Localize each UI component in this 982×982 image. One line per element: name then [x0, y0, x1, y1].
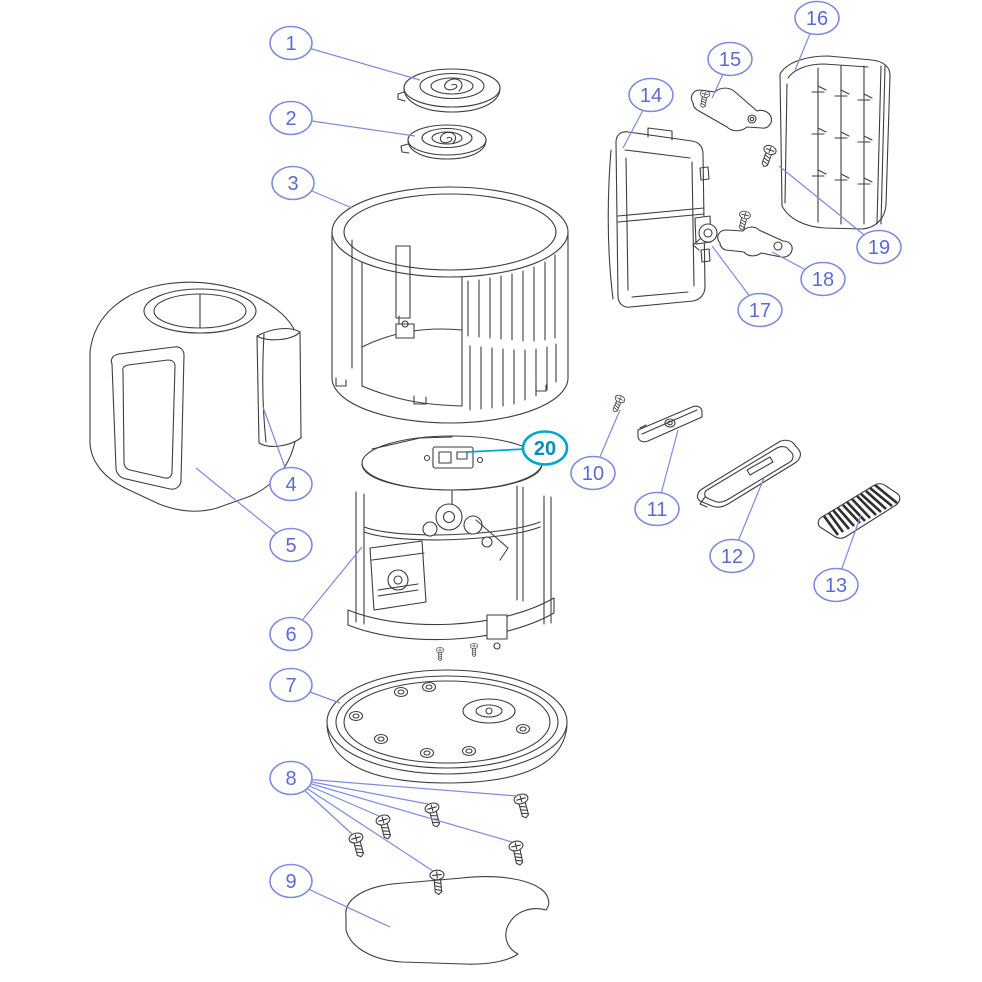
- callout-circle: [794, 0, 840, 36]
- callout-number: 11: [647, 499, 668, 521]
- callout-balloon-20-highlighted[interactable]: 20: [521, 430, 569, 466]
- part-drawing-inner-shell: [256, 327, 302, 447]
- part-drawing-lock-plate: [637, 405, 703, 443]
- callout-circle: [856, 229, 902, 265]
- callout-balloon-17[interactable]: 17: [737, 292, 783, 328]
- callout-balloon-3[interactable]: 3: [271, 165, 315, 201]
- part-drawing-top-cap: [397, 68, 501, 113]
- part-drawing-hinge-ring: [692, 223, 718, 251]
- leader-line-8d: [290, 777, 518, 797]
- callout-balloon-1[interactable]: 1: [269, 25, 313, 61]
- callout-circle: [269, 100, 313, 136]
- callout-circle: [271, 165, 315, 201]
- callout-number: 13: [825, 575, 847, 597]
- callout-balloon-11[interactable]: 11: [634, 491, 680, 527]
- callout-circle: [269, 667, 313, 703]
- part-drawing-bracket-15: [690, 87, 772, 132]
- callout-circle: [269, 616, 313, 652]
- callout-circle: [737, 292, 783, 328]
- callout-number: 3: [287, 173, 298, 195]
- callout-balloons: 1 2 3 4 5 6 7 8: [269, 0, 902, 899]
- callout-circle: [269, 527, 313, 563]
- part-drawing-main-housing: [331, 186, 569, 424]
- part-drawing-bottom-cover: [345, 876, 550, 965]
- part-drawing-large-side-panel: [779, 55, 891, 230]
- callout-circle: [570, 455, 616, 491]
- callout-balloon-2[interactable]: 2: [269, 100, 313, 136]
- callout-circle: [709, 538, 755, 574]
- callout-number: 9: [285, 871, 296, 893]
- callout-number: 2: [285, 108, 296, 130]
- callout-balloon-10[interactable]: 10: [570, 455, 616, 491]
- callout-balloon-12[interactable]: 12: [709, 538, 755, 574]
- callout-circle: [634, 491, 680, 527]
- callout-balloon-5[interactable]: 5: [269, 527, 313, 563]
- part-drawing-outer-shell: [89, 281, 301, 512]
- leader-line-8e: [290, 777, 513, 843]
- callout-balloon-19[interactable]: 19: [856, 229, 902, 265]
- callout-balloon-18[interactable]: 18: [800, 261, 846, 297]
- callout-number: 17: [749, 300, 771, 322]
- part-drawing-vent-grille: [817, 483, 901, 539]
- callout-balloon-7[interactable]: 7: [269, 667, 313, 703]
- part-drawing-latch-bracket: [717, 209, 793, 258]
- part-drawing-screw-19: [757, 143, 778, 170]
- callout-circle: [800, 261, 846, 297]
- part-drawing-inner-cap: [400, 124, 487, 160]
- callout-number: 1: [285, 33, 296, 55]
- callout-number: 12: [721, 546, 743, 568]
- callout-number: 19: [868, 237, 890, 259]
- callout-number: 18: [812, 269, 834, 291]
- callout-balloon-4[interactable]: 4: [269, 466, 313, 502]
- callout-circle: [269, 863, 313, 899]
- callout-number: 4: [285, 474, 296, 496]
- part-drawing-motor-assembly: [347, 435, 555, 662]
- callout-circle: [521, 430, 569, 466]
- callout-number: 5: [285, 535, 296, 557]
- callout-circle: [269, 760, 313, 796]
- part-drawing-screw-10: [609, 393, 627, 415]
- callout-number: 20: [534, 438, 556, 460]
- part-drawing-battery-door: [607, 127, 712, 308]
- callout-number: 16: [806, 8, 828, 30]
- leader-line-8f: [290, 777, 434, 872]
- callout-circle: [707, 41, 753, 77]
- callout-number: 6: [285, 624, 296, 646]
- part-drawing-side-panel-strip: [697, 439, 801, 508]
- callout-circle: [269, 466, 313, 502]
- callout-circle: [628, 77, 674, 113]
- callout-number: 7: [285, 675, 296, 697]
- callout-number: 10: [582, 463, 604, 485]
- callout-circle: [269, 25, 313, 61]
- leader-line-5: [195, 467, 292, 546]
- callout-balloon-13[interactable]: 13: [813, 567, 859, 603]
- callout-number: 15: [719, 49, 741, 71]
- callout-balloon-15[interactable]: 15: [707, 41, 753, 77]
- leader-line-19: [778, 165, 880, 248]
- callout-balloon-6[interactable]: 6: [269, 616, 313, 652]
- callout-number: 14: [640, 85, 662, 107]
- callout-balloon-14[interactable]: 14: [628, 77, 674, 113]
- leader-line-1: [290, 42, 421, 81]
- callout-balloon-16[interactable]: 16: [794, 0, 840, 36]
- part-drawing-base-plate: [326, 669, 568, 784]
- callout-balloon-9[interactable]: 9: [269, 863, 313, 899]
- leader-line-8c: [290, 777, 429, 805]
- callout-number: 8: [285, 768, 296, 790]
- callout-circle: [813, 567, 859, 603]
- callout-balloon-8[interactable]: 8: [269, 760, 313, 796]
